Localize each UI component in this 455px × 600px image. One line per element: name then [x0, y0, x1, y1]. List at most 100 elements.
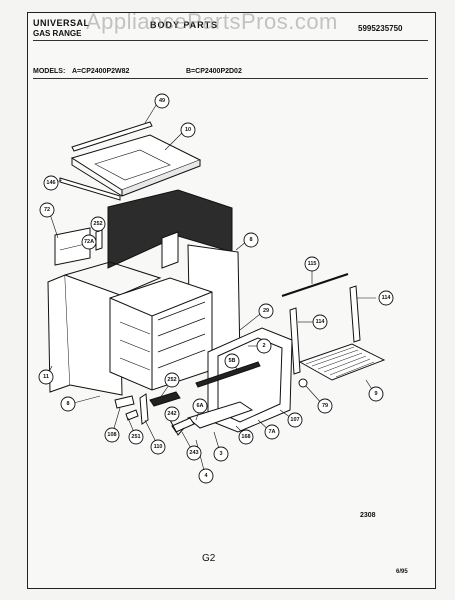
models-divider	[33, 78, 428, 79]
callout-bubble	[128, 429, 144, 445]
section-title: BODY PARTS	[150, 20, 219, 30]
callout-bubble	[312, 314, 328, 330]
callout-label: 3	[219, 451, 222, 457]
callout-bubble	[180, 122, 196, 138]
callout-label: 8	[66, 401, 69, 407]
callout-bubble	[287, 412, 303, 428]
part-window-glass-right	[349, 285, 361, 343]
part-knob	[298, 378, 308, 388]
header-divider	[33, 40, 428, 41]
callout-bubble	[90, 216, 106, 232]
callout-4: 4	[198, 468, 214, 484]
callout-bubble	[243, 232, 259, 248]
callout-115: 115	[304, 256, 320, 272]
callout-bubble	[317, 398, 333, 414]
callout-label: 9	[374, 391, 377, 397]
callout-6A: 6A	[192, 398, 208, 414]
callout-bubble	[264, 424, 280, 440]
callout-168: 168	[238, 429, 254, 445]
callout-label: 243	[189, 450, 198, 456]
callout-label: 11	[43, 374, 49, 380]
callout-146: 146	[43, 175, 59, 191]
callout-label: 49	[159, 98, 165, 104]
callout-252: 252	[90, 216, 106, 232]
callout-3: 3	[213, 446, 229, 462]
callout-251: 251	[128, 429, 144, 445]
callout-bubble	[378, 290, 394, 306]
callout-bubble	[43, 175, 59, 191]
callout-label: 114	[382, 295, 392, 301]
callout-bubble	[38, 369, 54, 385]
part-door-rod	[281, 273, 349, 297]
callout-bubble	[198, 468, 214, 484]
callout-49: 49	[154, 93, 170, 109]
callout-label: 114	[316, 319, 326, 325]
callout-label: 6A	[196, 403, 203, 409]
callout-bubble	[81, 234, 97, 250]
callout-110: 110	[150, 439, 166, 455]
callout-label: 108	[107, 432, 116, 438]
part-valve-panel	[54, 227, 91, 266]
callout-label: 146	[46, 180, 55, 186]
callout-label: 72A	[84, 239, 94, 245]
part-window-glass-left	[289, 307, 301, 375]
callout-bubble	[192, 398, 208, 414]
callout-bubble	[213, 446, 229, 462]
callout-10: 10	[180, 122, 196, 138]
callout-bubble	[238, 429, 254, 445]
callout-8: 8	[243, 232, 259, 248]
callout-7A: 7A	[264, 424, 280, 440]
callout-29: 29	[258, 303, 274, 319]
callout-11: 11	[38, 369, 54, 385]
callout-label: 5B	[228, 358, 235, 364]
callout-label: 72	[44, 207, 50, 213]
callout-114: 114	[312, 314, 328, 330]
callout-9: 9	[368, 386, 384, 402]
callout-label: 10	[185, 127, 191, 133]
part-broil-bracket	[186, 401, 254, 429]
callout-label: 168	[241, 434, 250, 440]
callout-79: 79	[317, 398, 333, 414]
callout-2: 2	[256, 338, 272, 354]
model-a: A=CP2400P2W82	[72, 68, 130, 75]
page-code: G2	[202, 553, 216, 564]
document-number: 5995235750	[358, 24, 403, 33]
callout-242: 242	[164, 406, 180, 422]
callout-252: 252	[164, 372, 180, 388]
part-oven-rack	[298, 343, 386, 381]
callout-label: 29	[263, 308, 269, 314]
callout-5B: 5B	[224, 353, 240, 369]
product-type: GAS RANGE	[33, 29, 82, 38]
callout-bubble	[186, 445, 202, 461]
callout-bubble	[224, 353, 240, 369]
callout-bubble	[256, 338, 272, 354]
callout-label: 2	[262, 343, 265, 349]
model-b: B=CP2400P2D02	[186, 68, 242, 75]
callout-bubble	[104, 427, 120, 443]
callout-label: 242	[167, 411, 176, 417]
callout-bubble	[150, 439, 166, 455]
callout-114: 114	[378, 290, 394, 306]
callout-bubble	[60, 396, 76, 412]
callout-bubble	[368, 386, 384, 402]
part-top-trim	[71, 121, 153, 152]
date-code: 6/95	[396, 569, 408, 575]
callout-72: 72	[39, 202, 55, 218]
site-watermark: AppliancePartsPros.com	[86, 9, 338, 34]
callout-label: 79	[322, 403, 328, 409]
brand-title: UNIVERSAL	[33, 18, 90, 28]
callout-107: 107	[287, 412, 303, 428]
callout-72A: 72A	[81, 234, 97, 250]
callout-label: 251	[131, 434, 140, 440]
callout-label: 107	[290, 417, 299, 423]
callout-label: 4	[204, 473, 208, 479]
edition-number: 2308	[360, 512, 376, 519]
callout-bubble	[39, 202, 55, 218]
callout-label: 8	[249, 237, 252, 243]
callout-layer: 49 10 146 72 252 72A 8 115 114 114 29 2 5B 11 8 9 79 107 7…	[38, 93, 394, 484]
callout-243: 243	[186, 445, 202, 461]
callout-label: 252	[93, 221, 102, 227]
callout-label: 110	[154, 444, 163, 450]
